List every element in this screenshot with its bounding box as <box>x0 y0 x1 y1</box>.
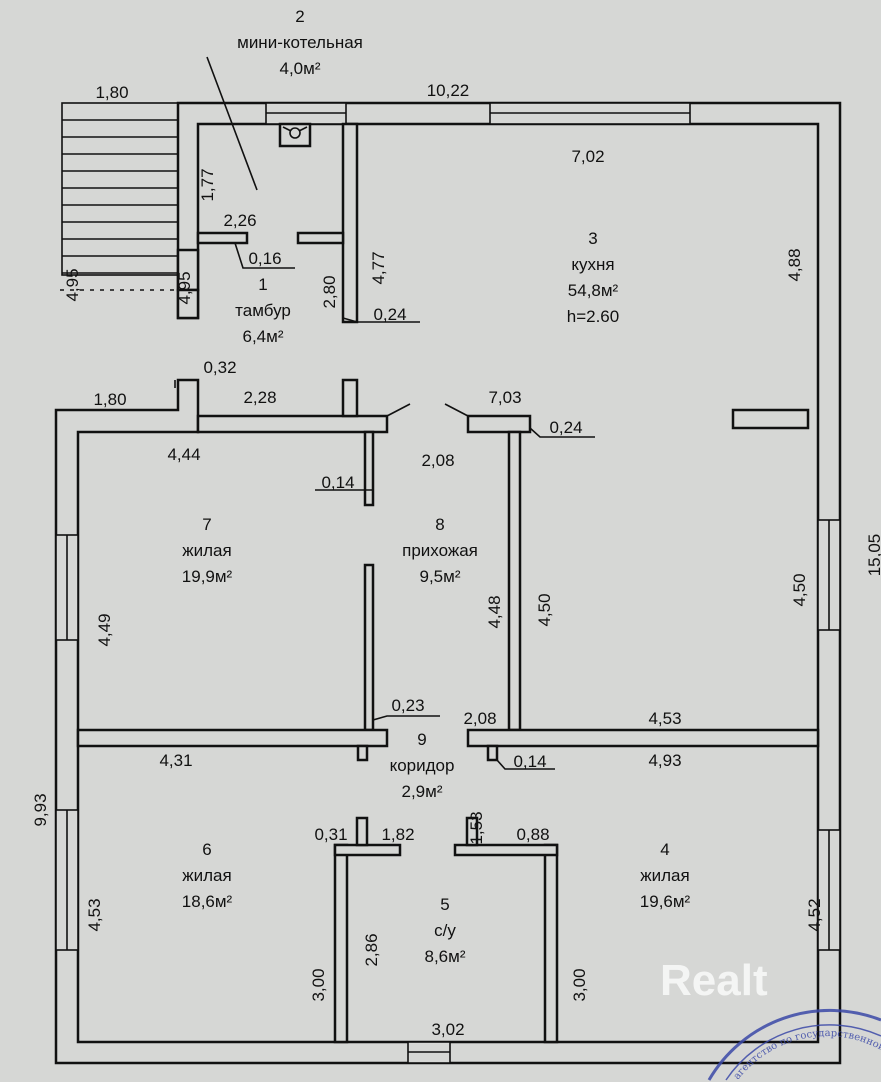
room-name: кухня <box>571 255 614 274</box>
room-height: h=2.60 <box>567 307 619 326</box>
dimension-label: 2,08 <box>463 709 496 728</box>
dimension-label: 0,14 <box>321 473 354 492</box>
dimension-label: 10,22 <box>427 81 470 100</box>
dimension-label: 2,80 <box>320 275 339 308</box>
room-number: 2 <box>295 7 304 26</box>
dimension-labels: 1,80 10,22 7,02 1,77 2,26 0,16 4,95 4,95 2,80 4,7… <box>31 81 881 1039</box>
dimension-label: 2,28 <box>243 388 276 407</box>
room-number: 7 <box>202 515 211 534</box>
room-name: мини-котельная <box>237 33 363 52</box>
room-name: жилая <box>640 866 689 885</box>
room-number: 8 <box>435 515 444 534</box>
boiler-icon <box>278 122 312 148</box>
dimension-label: 4,77 <box>369 251 388 284</box>
dimension-label: 4,52 <box>805 898 824 931</box>
dimension-label: 15,05 <box>865 534 881 577</box>
dimension-label: 3,02 <box>431 1020 464 1039</box>
dimension-label: 1,80 <box>93 390 126 409</box>
dimension-label: 7,03 <box>488 388 521 407</box>
dimension-label: 0,24 <box>373 305 406 324</box>
dimension-label: 4,53 <box>85 898 104 931</box>
room-area: 2,9м² <box>402 782 443 801</box>
wall-block <box>176 288 200 320</box>
dimension-label: 3,00 <box>570 968 589 1001</box>
room-number: 6 <box>202 840 211 859</box>
dimension-label: 0,24 <box>549 418 582 437</box>
room-name: тамбур <box>235 301 291 320</box>
room-area: 54,8м² <box>568 281 619 300</box>
room-area: 6,4м² <box>243 327 284 346</box>
dimension-label: 4,44 <box>167 445 200 464</box>
dimension-label: 0,31 <box>314 825 347 844</box>
dimension-label: 4,88 <box>785 248 804 281</box>
watermark: Realt <box>660 956 768 1005</box>
room-name: коридор <box>390 756 455 775</box>
dimension-label: 0,23 <box>391 696 424 715</box>
dimension-label: 0,32 <box>203 358 236 377</box>
room-area: 18,6м² <box>182 892 233 911</box>
door <box>386 403 469 417</box>
leader-lines <box>174 56 595 770</box>
dimension-label: 7,02 <box>571 147 604 166</box>
dimension-label: 9,93 <box>31 793 50 826</box>
dimension-label: 1,80 <box>95 83 128 102</box>
dimension-label: 4,31 <box>159 751 192 770</box>
dimension-label: 4,95 <box>63 268 82 301</box>
dimension-label: 1,77 <box>198 168 217 201</box>
room-number: 1 <box>258 275 267 294</box>
dimension-label: 0,88 <box>516 825 549 844</box>
dimension-label: 4,50 <box>535 593 554 626</box>
dimension-label: 4,48 <box>485 595 504 628</box>
room-name: жилая <box>182 541 231 560</box>
dimension-label: 4,50 <box>790 573 809 606</box>
room-name: жилая <box>182 866 231 885</box>
stairs <box>61 102 179 276</box>
room-area: 9,5м² <box>420 567 461 586</box>
dimension-label: 4,95 <box>175 271 194 304</box>
dimension-label: 2,26 <box>223 211 256 230</box>
dimension-label: 2,86 <box>362 933 381 966</box>
inner-walls <box>76 122 820 1044</box>
dimension-label: 4,93 <box>648 751 681 770</box>
dimension-label: 2,08 <box>421 451 454 470</box>
room-area: 8,6м² <box>425 947 466 966</box>
dimension-label: 3,00 <box>309 968 328 1001</box>
room-area: 4,0м² <box>280 59 321 78</box>
dimension-label: 1,53 <box>467 811 486 844</box>
room-labels: 1тамбур6,4м²2мини-котельная4,0м²3кухня54… <box>182 7 691 966</box>
dimension-label: 0,16 <box>248 249 281 268</box>
room-name: с/у <box>434 921 456 940</box>
room-number: 9 <box>417 730 426 749</box>
room-number: 3 <box>588 229 597 248</box>
dimension-label: 0,14 <box>513 752 546 771</box>
room-number: 4 <box>660 840 669 859</box>
room-name: прихожая <box>402 541 478 560</box>
dimension-label: 1,82 <box>381 825 414 844</box>
room-area: 19,6м² <box>640 892 691 911</box>
room-number: 5 <box>440 895 449 914</box>
dimension-label: 4,49 <box>95 613 114 646</box>
dimension-label: 4,53 <box>648 709 681 728</box>
room-area: 19,9м² <box>182 567 233 586</box>
